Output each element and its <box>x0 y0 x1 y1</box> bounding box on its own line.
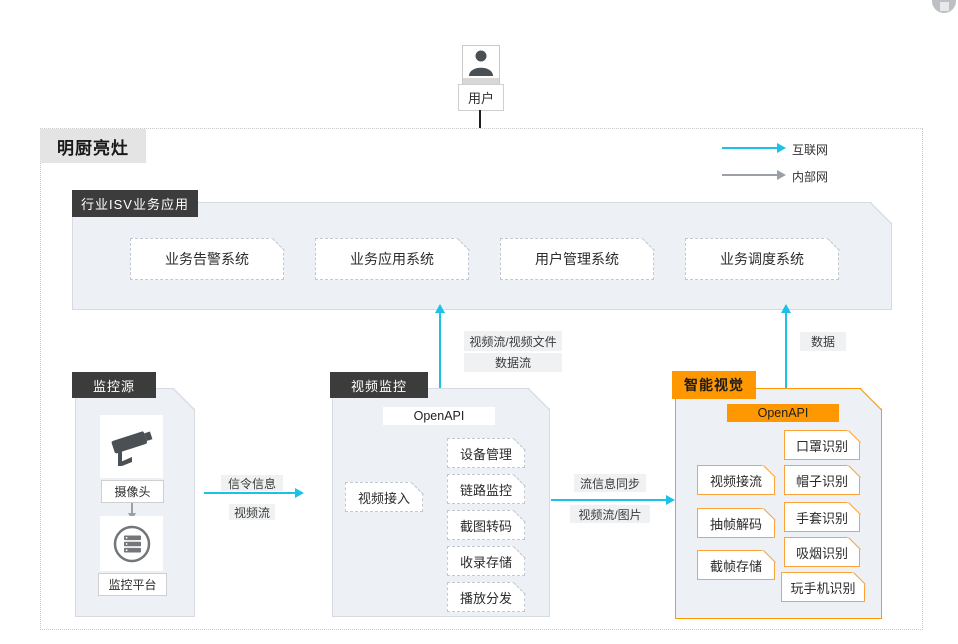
source-to-video-arrow <box>204 488 304 498</box>
user-icon-base <box>463 78 499 85</box>
user-label-text: 用户 <box>467 91 494 106</box>
isv-title-text: 行业ISV业务应用 <box>81 197 189 212</box>
video-monitor-title-tag: 视频监控 <box>330 372 428 398</box>
flow-chip: 数据 <box>800 332 846 351</box>
video-module-card: 播放分发 <box>447 582 525 612</box>
flow-chip-text: 信令信息 <box>227 476 276 491</box>
smart-vision-openapi-bar: OpenAPI <box>727 404 839 422</box>
smart-vision-title-text: 智能视觉 <box>684 377 744 393</box>
user-icon <box>469 50 493 76</box>
recognition-card: 口罩识别 <box>784 430 860 460</box>
recognition-card: 吸烟识别 <box>784 537 860 567</box>
user-label: 用户 <box>458 84 504 111</box>
boundary-title-text: 明厨亮灶 <box>57 138 129 158</box>
video-access-label: 视频接入 <box>357 490 410 506</box>
flow-chip: 视频流/视频文件 <box>464 331 562 351</box>
video-module-label: 链路监控 <box>459 482 512 498</box>
vision-pipeline-label: 视频接流 <box>709 473 762 489</box>
isv-system-card: 业务调度系统 <box>685 238 839 280</box>
platform-icon-box <box>100 516 163 571</box>
video-module-card: 截图转码 <box>447 510 525 540</box>
vision-pipeline-card: 视频接流 <box>697 465 775 495</box>
recognition-label: 玩手机识别 <box>790 580 856 596</box>
video-module-label: 收录存储 <box>459 554 512 570</box>
openapi-text: OpenAPI <box>413 409 465 423</box>
isv-system-card: 用户管理系统 <box>500 238 654 280</box>
monitor-source-title-tag: 监控源 <box>72 372 156 398</box>
flow-chip-text: 视频流 <box>233 505 270 520</box>
video-access-card: 视频接入 <box>345 482 423 512</box>
recognition-label: 口罩识别 <box>795 438 848 454</box>
window-corner-button[interactable] <box>932 0 956 13</box>
recognition-card: 手套识别 <box>784 502 860 532</box>
user-connector-line <box>479 110 481 128</box>
isv-system-label: 业务调度系统 <box>720 251 804 267</box>
flow-chip: 信令信息 <box>221 475 283 491</box>
vision-to-isv-arrow <box>781 304 791 388</box>
flow-chip-text: 数据流 <box>494 356 531 370</box>
flow-chip-text: 数据 <box>810 335 835 349</box>
isv-system-label: 业务告警系统 <box>165 251 249 267</box>
camera-label-text: 摄像头 <box>114 485 151 499</box>
video-module-label: 设备管理 <box>459 446 512 462</box>
boundary-title: 明厨亮灶 <box>40 129 146 163</box>
flow-chip: 流信息同步 <box>574 474 646 492</box>
cctv-camera-icon <box>111 430 152 466</box>
video-module-label: 截图转码 <box>459 518 512 534</box>
smart-vision-title-tag: 智能视觉 <box>672 371 756 399</box>
isv-system-label: 用户管理系统 <box>535 251 619 267</box>
isv-system-label: 业务应用系统 <box>350 251 434 267</box>
openapi-text: OpenAPI <box>757 406 809 420</box>
flow-chip: 视频流/图片 <box>570 505 650 523</box>
video-to-isv-arrow <box>435 304 445 388</box>
flow-chip-text: 流信息同步 <box>579 476 640 491</box>
server-circle-icon <box>113 525 150 562</box>
platform-label-text: 监控平台 <box>108 578 157 592</box>
video-module-card: 设备管理 <box>447 438 525 468</box>
video-to-vision-arrow <box>551 495 675 504</box>
recognition-label: 帽子识别 <box>795 473 848 489</box>
flow-chip-text: 视频流/视频文件 <box>469 334 557 349</box>
camera-label: 摄像头 <box>101 480 164 503</box>
flow-chip: 视频流 <box>229 504 275 520</box>
video-monitor-title-text: 视频监控 <box>350 378 407 394</box>
legend-intranet-label: 内部网 <box>792 170 829 184</box>
flow-chip-text: 视频流/图片 <box>578 507 642 522</box>
video-module-label: 播放分发 <box>459 590 512 606</box>
vision-pipeline-label: 抽帧解码 <box>709 516 762 532</box>
boundary-box <box>40 128 923 630</box>
legend-internet-label: 互联网 <box>792 143 829 157</box>
recognition-card: 玩手机识别 <box>781 572 865 602</box>
recognition-label: 吸烟识别 <box>795 545 848 561</box>
recognition-label: 手套识别 <box>795 510 848 526</box>
video-module-card: 收录存储 <box>447 546 525 576</box>
flow-chip: 数据流 <box>464 353 562 372</box>
video-monitor-openapi-bar: OpenAPI <box>383 407 495 425</box>
vision-pipeline-label: 截帧存储 <box>709 558 762 574</box>
legend-intranet-arrow <box>722 170 786 179</box>
isv-system-card: 业务应用系统 <box>315 238 469 280</box>
vision-pipeline-card: 抽帧解码 <box>697 508 775 538</box>
camera-icon-box <box>100 415 163 478</box>
video-module-card: 链路监控 <box>447 474 525 504</box>
camera-to-platform-arrow <box>128 503 135 520</box>
legend-internet-arrow <box>722 143 786 153</box>
isv-title-tag: 行业ISV业务应用 <box>72 190 198 217</box>
corner-button-glyph <box>939 1 949 11</box>
monitor-source-title-text: 监控源 <box>92 378 135 394</box>
isv-system-card: 业务告警系统 <box>130 238 284 280</box>
user-icon-box <box>462 45 500 86</box>
vision-pipeline-card: 截帧存储 <box>697 550 775 580</box>
recognition-card: 帽子识别 <box>784 465 860 495</box>
platform-label: 监控平台 <box>98 573 167 596</box>
